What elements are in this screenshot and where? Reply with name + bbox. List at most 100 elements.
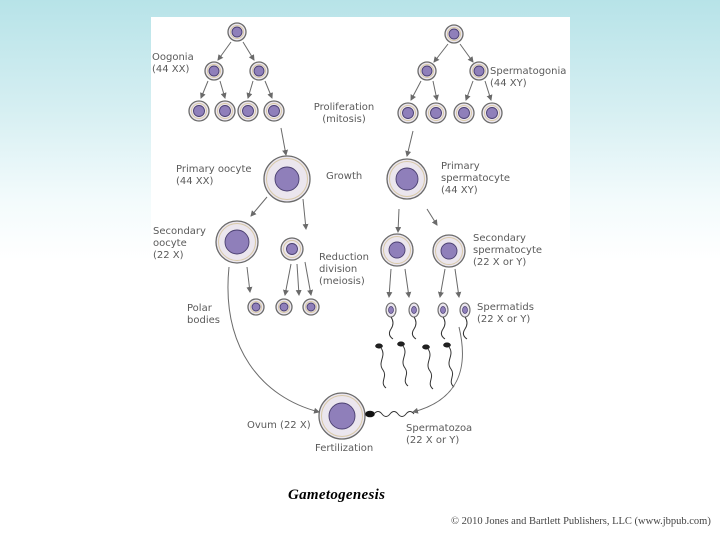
arrow-oog-3 xyxy=(246,80,254,99)
spermatozoon-head-3 xyxy=(422,344,430,350)
label-ovum: Ovum (22 X) xyxy=(247,420,311,431)
spermatid-4-nucleus xyxy=(462,306,468,314)
spermatozoon-tail-3 xyxy=(427,348,434,390)
spermatid-2-tail xyxy=(411,316,417,340)
copyright-credit: © 2010 Jones and Bartlett Publishers, LL… xyxy=(451,516,711,527)
arrow-to-secondary-spermatocyte-1 xyxy=(395,208,402,233)
spermatogonium-top-ring xyxy=(447,27,461,41)
oogonium-right-nucleus xyxy=(253,65,265,77)
arrow-oogonium-left xyxy=(217,41,232,61)
fertilizing-sperm-head xyxy=(365,410,375,418)
label-primary-spermatocyte: Primary spermatocyte (44 XY) xyxy=(441,161,511,196)
figure-caption: Gametogenesis xyxy=(288,487,386,503)
label-spermatids: Spermatids (22 X or Y) xyxy=(477,302,534,325)
arrow-polar-2 xyxy=(295,263,302,296)
oogonium-gen2-2-nucleus xyxy=(219,105,231,117)
arrow-sg-1 xyxy=(410,80,422,101)
oogonium-gen2-3-ring xyxy=(240,103,256,119)
polar-body-1-ring xyxy=(250,301,262,313)
label-secondary-oocyte: Secondary oocyte (22 X) xyxy=(153,226,206,261)
polar-body-3-ring xyxy=(305,301,317,313)
spermatozoon-tail-2 xyxy=(402,345,409,387)
spermatogonium-left-ring xyxy=(420,64,434,78)
spermatid-1-nucleus xyxy=(388,306,394,314)
oogonium-gen2-4-ring xyxy=(266,103,282,119)
oogonium-gen2-1-ring xyxy=(191,103,207,119)
polar-body-1-nucleus xyxy=(251,302,261,312)
diagram-drawing xyxy=(188,22,503,440)
arrow-to-secondary-oocyte xyxy=(250,196,268,217)
arrow-oog-1 xyxy=(200,80,209,99)
arrow-polar-3 xyxy=(304,261,314,296)
label-primary-oocyte: Primary oocyte (44 XX) xyxy=(176,164,252,187)
label-spermatozoa: Spermatozoa (22 X or Y) xyxy=(406,423,473,446)
arrow-sg-3 xyxy=(464,80,474,101)
secondary-spermatocyte-1-nucleus xyxy=(388,241,406,259)
primary-oocyte-nucleus xyxy=(274,166,300,192)
spermatogonium-gen2-4-nucleus xyxy=(486,107,498,119)
first-polar-body-nucleus xyxy=(286,243,298,255)
spermatogonium-gen2-1-nucleus xyxy=(402,107,414,119)
oogonium-top-nucleus xyxy=(231,26,243,38)
spermatid-2-nucleus xyxy=(411,306,417,314)
oogonium-left-ring xyxy=(207,64,221,78)
oogonium-gen2-4-nucleus xyxy=(268,105,280,117)
primary-spermatocyte-ring xyxy=(389,161,425,197)
arrow-spt-1 xyxy=(386,268,393,298)
spermatid-1-tail xyxy=(388,316,394,340)
arrow-sg-right xyxy=(459,43,474,63)
secondary-spermatocyte-1-ring xyxy=(383,236,411,264)
arrow-secondary-oocyte-to-ovum xyxy=(227,266,320,414)
label-secondary-spermatocyte: Secondary spermatocyte (22 X or Y) xyxy=(473,233,543,268)
arrow-spermatozoa-to-fertilization xyxy=(412,326,463,414)
arrow-spt-2 xyxy=(404,268,412,298)
arrow-to-polar-body-1 xyxy=(246,266,253,293)
label-growth: Growth xyxy=(326,171,363,182)
secondary-spermatocyte-2-nucleus xyxy=(440,242,458,260)
spermatogonium-gen2-3-ring xyxy=(456,105,472,121)
arrow-spt-3 xyxy=(437,268,446,298)
spermatogonium-gen2-4-ring xyxy=(484,105,500,121)
arrow-to-secondary-spermatocyte-2 xyxy=(426,208,438,226)
primary-spermatocyte-nucleus xyxy=(395,167,419,191)
arrow-oog-2 xyxy=(219,80,227,99)
primary-oocyte-ring xyxy=(266,158,308,200)
spermatogonium-gen2-3-nucleus xyxy=(458,107,470,119)
spermatid-3-nucleus xyxy=(440,306,446,314)
spermatogonium-gen2-1-ring xyxy=(400,105,416,121)
label-oogonia: Oogonia (44 XX) xyxy=(152,52,194,75)
arrow-sg-left xyxy=(433,43,449,63)
secondary-spermatocyte-2-ring xyxy=(435,237,463,265)
polar-body-2-nucleus xyxy=(279,302,289,312)
arrow-polar-1 xyxy=(283,263,292,296)
gametogenesis-diagram: Oogonia (44 XX) Spermatogonia (44 XY) Pr… xyxy=(151,17,570,466)
spermatogonium-right-ring xyxy=(472,64,486,78)
ovum-nucleus xyxy=(328,402,356,430)
arrow-sg-4 xyxy=(484,80,493,101)
spermatogonium-gen2-2-ring xyxy=(428,105,444,121)
oogonium-left-nucleus xyxy=(208,65,220,77)
label-proliferation: Proliferation (mitosis) xyxy=(313,102,375,125)
spermatozoon-head-4 xyxy=(443,342,451,348)
spermatogonium-gen2-2-nucleus xyxy=(430,107,442,119)
polar-body-3-nucleus xyxy=(306,302,316,312)
spermatozoon-tail-4 xyxy=(448,346,455,388)
arrow-to-primary-spermatocyte xyxy=(405,130,414,157)
spermatogonium-left-nucleus xyxy=(421,65,433,77)
arrow-oogonium-right xyxy=(242,41,255,61)
oogonium-gen2-2-ring xyxy=(217,103,233,119)
label-reduction-division: Reduction division (meiosis) xyxy=(319,252,369,287)
arrow-spt-4 xyxy=(454,268,462,298)
spermatogonium-right-nucleus xyxy=(473,65,485,77)
secondary-oocyte-ring xyxy=(218,223,256,261)
spermatid-4-tail xyxy=(462,316,468,340)
ovum-ring xyxy=(321,395,363,437)
arrow-oog-4 xyxy=(264,80,273,99)
oogonium-right-ring xyxy=(252,64,266,78)
label-polar-bodies: Polar bodies xyxy=(187,303,220,326)
fertilizing-sperm-tail xyxy=(373,411,415,417)
arrow-to-first-polar-body xyxy=(302,198,309,230)
spermatozoon-head-2 xyxy=(397,341,405,347)
spermatogonium-top-nucleus xyxy=(448,28,460,40)
spermatid-3-tail xyxy=(440,316,446,340)
